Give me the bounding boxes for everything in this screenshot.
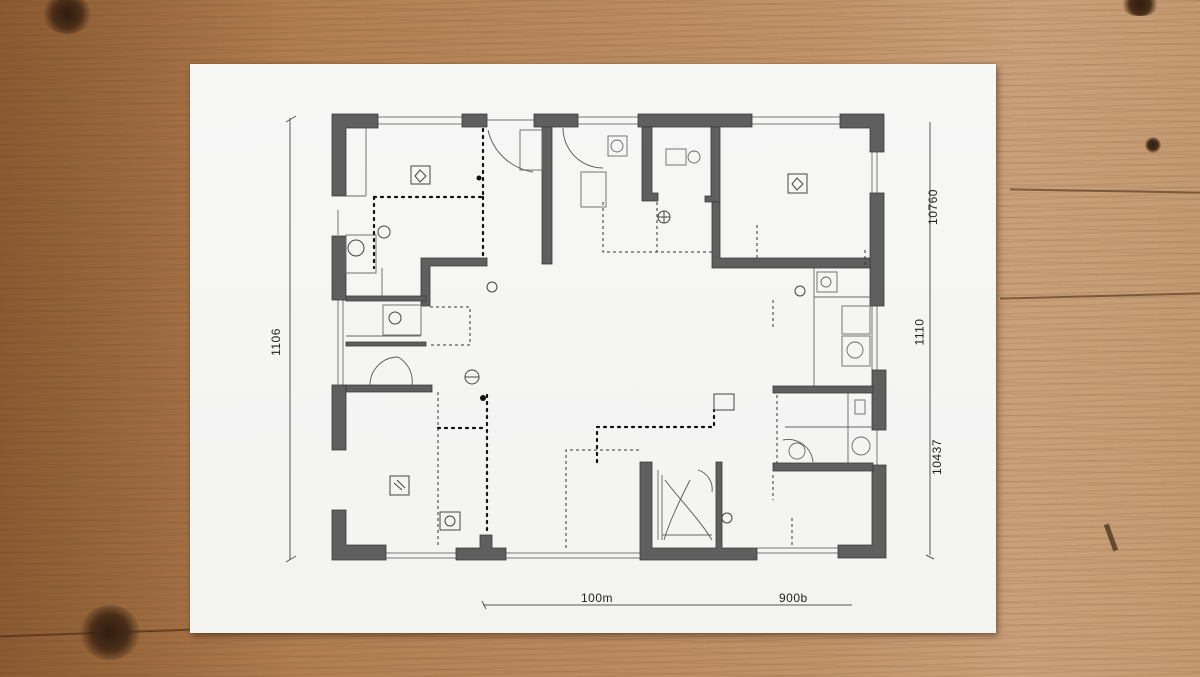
- dimension-label-right-top: 10760: [925, 189, 940, 225]
- floor-plan-sheet: [190, 64, 996, 633]
- walls: [331, 113, 887, 561]
- wood-knot: [42, 0, 92, 34]
- dimension-label-left: 1106: [268, 328, 283, 356]
- dimension-label-bottom-right: 900b: [779, 591, 808, 605]
- wood-knot: [1145, 137, 1161, 153]
- dimension-label-bottom-left: 100m: [581, 591, 614, 605]
- dimension-label-right-middle: 1110: [912, 318, 927, 346]
- dimension-label-right-bottom: 10437: [929, 439, 944, 475]
- wood-knot: [1120, 0, 1160, 16]
